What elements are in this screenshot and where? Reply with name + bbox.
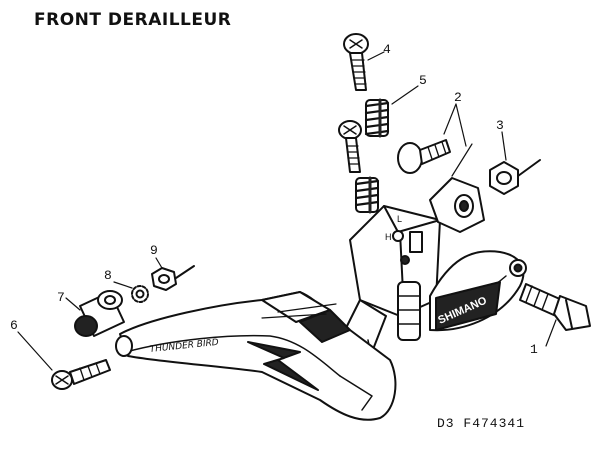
callout-8: 8 — [104, 268, 112, 283]
derailleur-body — [339, 177, 527, 361]
spring-lower — [354, 176, 380, 214]
pivot-bolt — [397, 139, 451, 174]
nut-small — [151, 265, 195, 291]
nut-upper-right — [489, 159, 541, 195]
high-limit-mark: H — [385, 232, 392, 242]
callout-9: 9 — [150, 243, 158, 258]
callout-5: 5 — [419, 73, 427, 88]
callout-4: 4 — [383, 42, 391, 57]
adjusting-screw-lower — [338, 120, 362, 173]
callout-7: 7 — [57, 290, 65, 305]
leader-lines — [17, 51, 557, 371]
diagram-title: FRONT DERAILLEUR — [34, 10, 232, 30]
spacer-sleeve — [74, 290, 125, 337]
low-limit-mark: L — [397, 214, 402, 224]
diagram-code: D3 F474341 — [437, 416, 526, 431]
callout-3: 3 — [496, 118, 504, 133]
callout-6: 6 — [10, 318, 18, 333]
cage-screw — [51, 359, 111, 390]
limit-bolt — [519, 283, 591, 331]
spring-upper — [364, 98, 390, 138]
callout-2: 2 — [454, 90, 462, 105]
derailleur-cage — [115, 291, 397, 421]
adjusting-screw-upper — [343, 33, 369, 91]
lock-washer — [131, 285, 149, 303]
callout-1: 1 — [530, 342, 538, 357]
